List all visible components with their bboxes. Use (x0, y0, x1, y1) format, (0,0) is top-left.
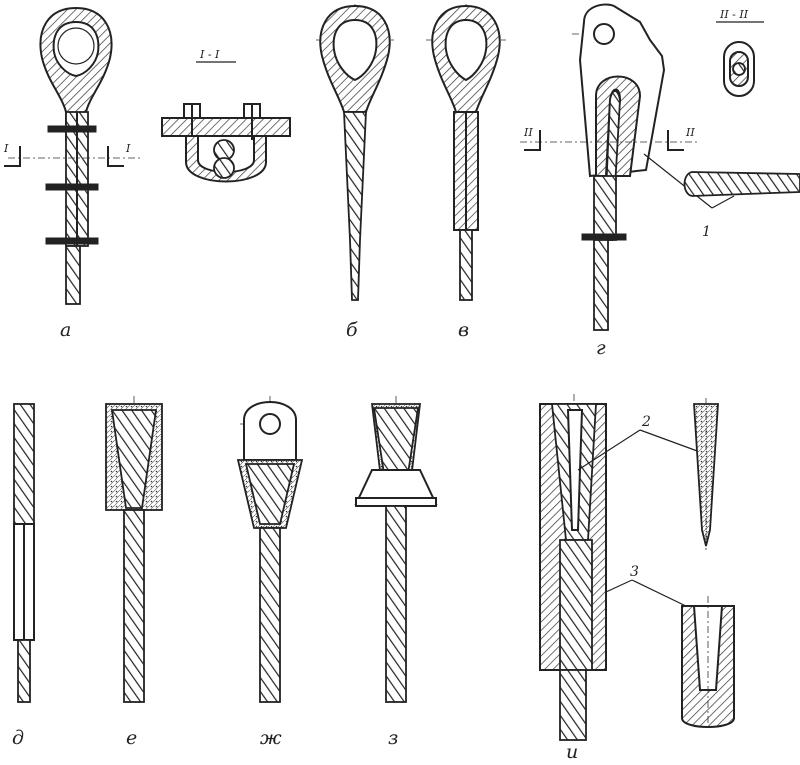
label-i: и (566, 741, 578, 763)
label-a: а (60, 319, 71, 341)
section-one-left-marker: I (3, 142, 9, 155)
section-one-view: I - I (161, 48, 291, 183)
variant-e-poured-socket: е (105, 396, 163, 749)
section-two-right-marker: II (685, 126, 695, 139)
label-d: д (12, 727, 24, 749)
label-v: в (458, 319, 469, 341)
variant-zh-eye-socket: ж (236, 396, 304, 749)
variant-b-spliced-eye: б (316, 4, 394, 341)
label-zh: ж (260, 727, 282, 749)
variant-d-threaded-end: д (12, 403, 35, 749)
label-g: г (596, 337, 606, 359)
section-two-view: II - II (716, 8, 764, 97)
variant-z-flanged-socket: з (354, 396, 438, 749)
callout-two: 2 (641, 414, 651, 430)
label-b: б (346, 319, 358, 341)
section-two-title: II - II (719, 8, 749, 21)
variant-i-sleeve-wedge: 2 3 и (539, 394, 735, 763)
callout-one: 1 (702, 224, 711, 240)
label-e: е (126, 727, 137, 749)
variant-g-wedge-socket: II II 1 г (520, 3, 800, 359)
variant-a-clipped-thimble: I I а (3, 6, 140, 341)
callout-three: 3 (630, 564, 639, 580)
section-two-left-marker: II (523, 126, 533, 139)
section-one-title: I - I (199, 48, 220, 61)
section-one-right-marker: I (125, 142, 131, 155)
label-z: з (388, 727, 398, 749)
variant-v-sleeved-eye: в (426, 4, 506, 341)
